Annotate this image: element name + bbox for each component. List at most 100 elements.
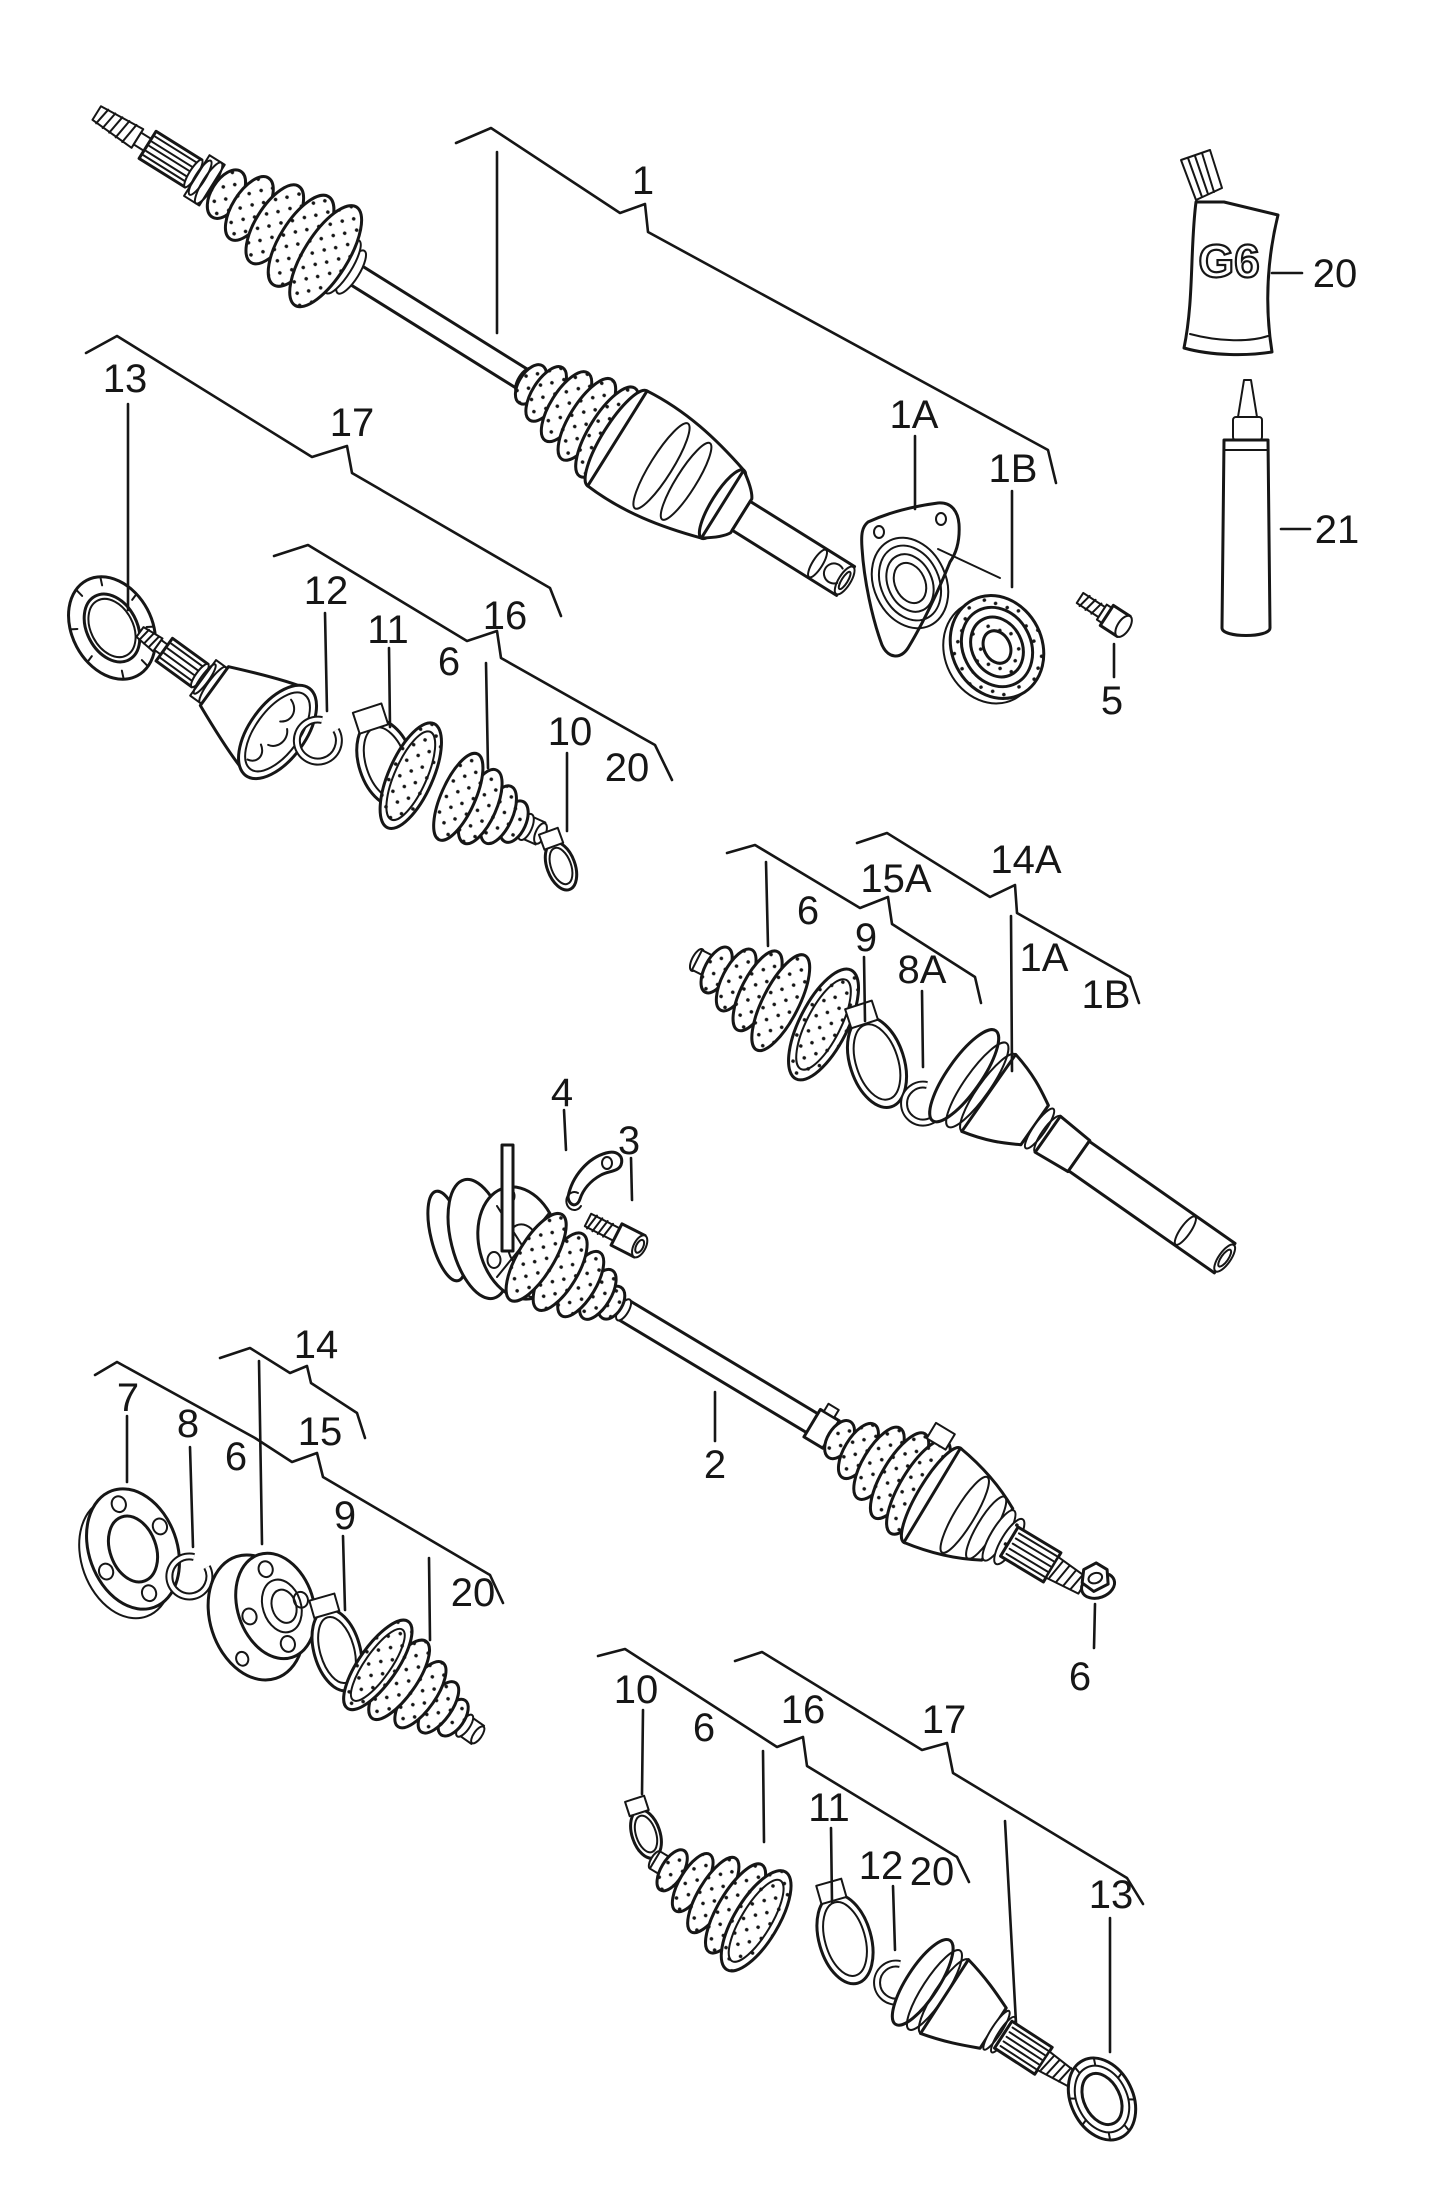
callout-8: 8 bbox=[177, 1402, 199, 1446]
boot-clamp-large bbox=[308, 1592, 364, 1693]
callout-bracket bbox=[725, 843, 983, 1005]
outer-joint-kit-exploded-bottom bbox=[624, 1794, 1138, 2142]
callout-bracket bbox=[93, 1360, 505, 1605]
callout-9: 9 bbox=[855, 916, 877, 960]
callout-leader-line bbox=[862, 955, 867, 1023]
outer-cv-joint bbox=[135, 626, 319, 781]
inner-joint-kit-exploded-middle bbox=[688, 945, 1237, 1275]
callout-bracket bbox=[84, 334, 563, 618]
dished-washer bbox=[67, 575, 157, 681]
callout-21: 21 bbox=[1315, 508, 1360, 552]
callout-20: 20 bbox=[910, 1850, 955, 1894]
flange-joint-kit-exploded bbox=[78, 1487, 486, 1745]
circlip bbox=[292, 715, 343, 766]
callout-12: 12 bbox=[859, 1844, 904, 1888]
callout-6: 6 bbox=[1069, 1655, 1091, 1699]
callout-5: 5 bbox=[1101, 679, 1123, 723]
dished-washer bbox=[1066, 2056, 1138, 2142]
callout-leader-line bbox=[764, 860, 770, 948]
callout-6: 6 bbox=[693, 1706, 715, 1750]
callout-15: 15 bbox=[298, 1410, 343, 1454]
callout-4: 4 bbox=[551, 1071, 573, 1115]
callout-11: 11 bbox=[808, 1786, 850, 1830]
callout-6: 6 bbox=[438, 640, 460, 684]
cv-boot bbox=[688, 945, 861, 1082]
circlip bbox=[165, 1552, 214, 1601]
callout-bracket bbox=[733, 1650, 1145, 1906]
grease-tube: G6 bbox=[1180, 149, 1280, 357]
callout-bracket bbox=[454, 126, 1058, 485]
callout-leader-line bbox=[341, 1534, 347, 1612]
callout-bracket bbox=[855, 831, 1141, 1005]
callout-leader-line bbox=[891, 1884, 897, 1952]
callout-leader-line bbox=[829, 1826, 834, 1904]
callout-20: 20 bbox=[605, 746, 650, 790]
boot-clamp-large bbox=[815, 1877, 875, 1986]
retaining-plate bbox=[565, 1150, 624, 1211]
callout-8A: 8A bbox=[898, 948, 947, 992]
callout-1: 1 bbox=[632, 159, 654, 203]
callout-leader-line bbox=[257, 1359, 264, 1546]
callout-leader-line bbox=[427, 1556, 432, 1642]
callout-17: 17 bbox=[330, 401, 375, 445]
callout-bracket bbox=[272, 543, 674, 782]
sealant-bottle bbox=[1220, 379, 1272, 637]
callout-3: 3 bbox=[618, 1119, 640, 1163]
callout-14: 14 bbox=[294, 1323, 339, 1367]
joint-flange bbox=[78, 1487, 181, 1620]
outer-cv-joint bbox=[890, 1938, 1078, 2088]
callout-leader-line bbox=[562, 1108, 568, 1152]
callout-leader-line bbox=[640, 1708, 645, 1796]
callout-leader-line bbox=[629, 1156, 634, 1202]
callout-13: 13 bbox=[103, 357, 148, 401]
hex-flange-nut bbox=[1080, 1561, 1117, 1600]
callout-20: 20 bbox=[1313, 252, 1358, 296]
callout-1A: 1A bbox=[890, 393, 939, 437]
outer-joint-kit-exploded-top bbox=[67, 575, 579, 892]
boot-clamp-small bbox=[537, 826, 579, 892]
callout-16: 16 bbox=[781, 1688, 826, 1732]
callout-10: 10 bbox=[614, 1668, 659, 1712]
callout-12: 12 bbox=[304, 569, 349, 613]
callout-1B: 1B bbox=[1082, 973, 1131, 1017]
callout-bracket bbox=[218, 1346, 367, 1440]
callout-13: 13 bbox=[1089, 1873, 1134, 1917]
callout-17: 17 bbox=[922, 1698, 967, 1742]
callout-leader-line bbox=[323, 611, 329, 713]
inner-cv-joint bbox=[928, 1028, 1237, 1275]
heat-shield-plate bbox=[860, 501, 1001, 658]
callout-2: 2 bbox=[704, 1443, 726, 1487]
callout-15A: 15A bbox=[860, 857, 931, 901]
callout-14A: 14A bbox=[990, 838, 1061, 882]
callout-leader-line bbox=[920, 989, 925, 1069]
vibration-damper-disc bbox=[942, 594, 1046, 705]
cv-boot bbox=[647, 1848, 793, 1973]
cv-joint-flanged-hub bbox=[206, 1551, 317, 1682]
flange-bolt bbox=[1075, 591, 1133, 638]
callout-7: 7 bbox=[117, 1376, 139, 1420]
callout-6: 6 bbox=[225, 1435, 247, 1479]
callout-9: 9 bbox=[334, 1494, 356, 1538]
cv-boot bbox=[378, 721, 548, 846]
boot-clamp-large bbox=[844, 999, 909, 1109]
drive-shaft-assembly-1 bbox=[91, 105, 1133, 705]
socket-head-bolt bbox=[583, 1212, 649, 1259]
grease-tube-label: G6 bbox=[1198, 235, 1259, 287]
callout-bracket bbox=[596, 1647, 971, 1884]
callout-6: 6 bbox=[797, 889, 819, 933]
callout-leader-line bbox=[484, 661, 490, 770]
callout-leader-line bbox=[1003, 1819, 1018, 2025]
callout-1A: 1A bbox=[1020, 936, 1069, 980]
callout-leader-line bbox=[1009, 914, 1014, 1073]
callout-leader-line bbox=[188, 1445, 195, 1549]
callout-1B: 1B bbox=[989, 447, 1038, 491]
section-plane-bar bbox=[500, 1143, 515, 1253]
drive-shaft-assembly-2 bbox=[426, 1143, 1117, 1600]
callout-leader-line bbox=[1092, 1602, 1097, 1650]
callout-leader-line bbox=[761, 1749, 766, 1844]
callout-20: 20 bbox=[451, 1571, 496, 1615]
callout-leader-line bbox=[387, 646, 392, 729]
